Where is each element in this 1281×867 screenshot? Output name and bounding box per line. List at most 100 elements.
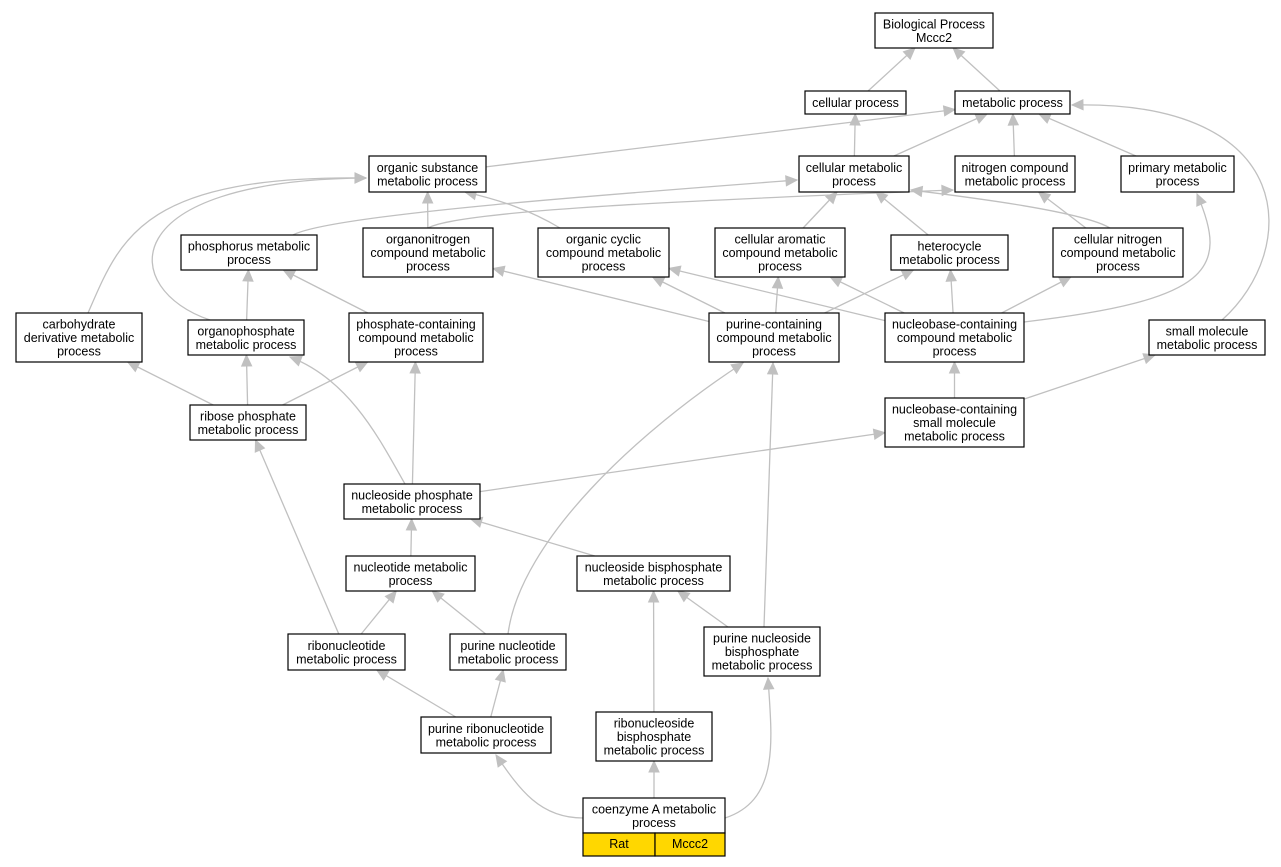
edge-organic-substance-to-metabolic-process [485,108,956,168]
edge-cellular-metabolic-to-metabolic-process [893,113,988,157]
arrowhead [785,175,799,187]
arrowhead [282,269,297,281]
arrowhead [874,191,889,204]
node-box [368,155,487,193]
edge-coenzyme-a-to-purine-nucleoside-bis [724,677,772,819]
node-label-line: metabolic process [198,423,299,437]
edge-nucleoside-phosphate-to-phosphate-containing [411,361,417,485]
node-label-line: organic substance [377,161,479,175]
node-label-line: process [758,260,802,274]
node-label-line: metabolic process [436,735,537,749]
node-label-line: small molecule [1166,324,1249,338]
arrowhead [354,172,368,184]
node-box [576,555,731,592]
arrowhead [375,669,390,681]
arrowhead [495,754,508,768]
arrowhead [421,190,434,204]
edge-nucleoside-phosphate-to-organophosphate [289,356,406,485]
node-label-line: process [1156,174,1200,188]
edge-purine-ribonucleotide-to-ribonucleotide [376,669,457,718]
arrowhead [648,759,660,773]
arrowhead [730,362,745,375]
node-label-line: ribonucleotide [308,639,386,653]
node-label-line: derivative metabolic [24,331,134,345]
node-label-line: compound metabolic [370,246,485,260]
arrowhead [1058,276,1072,288]
node-cellular-process[interactable]: cellular process [804,90,907,115]
node-label-line: compound metabolic [897,331,1012,345]
node-label-line: metabolic process [904,430,1005,444]
arrowhead [126,361,141,373]
node-label-line: metabolic process [296,652,397,666]
node-label-line: phosphorus metabolic [188,239,310,253]
arrowhead [941,184,955,197]
arrowhead [849,112,861,126]
node-box [348,312,484,363]
node-label-line: nucleobase-containing [892,403,1017,417]
node-label-line: phosphate-containing [356,318,476,332]
node-label-line: metabolic process [362,502,463,516]
node-label-line: metabolic process [458,652,559,666]
node-label-line: process [752,345,796,359]
edge-purine-containing-to-organic-cyclic [652,276,726,314]
edge-phosphate-containing-to-phosphorus-metabolic [283,269,369,314]
node-label-line: process [406,260,450,274]
node-label-line: heterocycle [918,239,982,253]
arrowhead [667,265,682,277]
arrowhead [405,517,418,531]
node-label-line: process [227,253,271,267]
node-box [15,312,143,363]
arrowhead [384,590,397,604]
arrowhead [1070,98,1084,111]
node-label-line: metabolic process [604,744,705,758]
edge-cellular-nitrogen-to-cellular-metabolic [910,189,1111,229]
arrowhead [900,269,915,281]
edge-layer [87,47,1270,819]
node-label-line: process [1096,260,1140,274]
node-box [287,633,406,671]
node-label-line: cellular metabolic [806,161,903,175]
node-label-line: nucleoside bisphosphate [585,560,723,574]
node-label-line: compound metabolic [716,331,831,345]
node-label-line: process [394,345,438,359]
edge-nucleoside-phosphate-to-nucleobase-small [479,431,886,493]
node-box [537,227,670,278]
node-metabolic-process[interactable]: metabolic process [954,90,1071,115]
arrowhead [872,428,887,440]
edge-nucleobase-containing-to-cellular-aromatic [830,276,905,314]
node-box [180,234,318,271]
node-box [362,227,494,278]
node-label-line: ribose phosphate [200,409,296,423]
arrowhead [948,360,961,374]
arrowhead [676,590,691,603]
